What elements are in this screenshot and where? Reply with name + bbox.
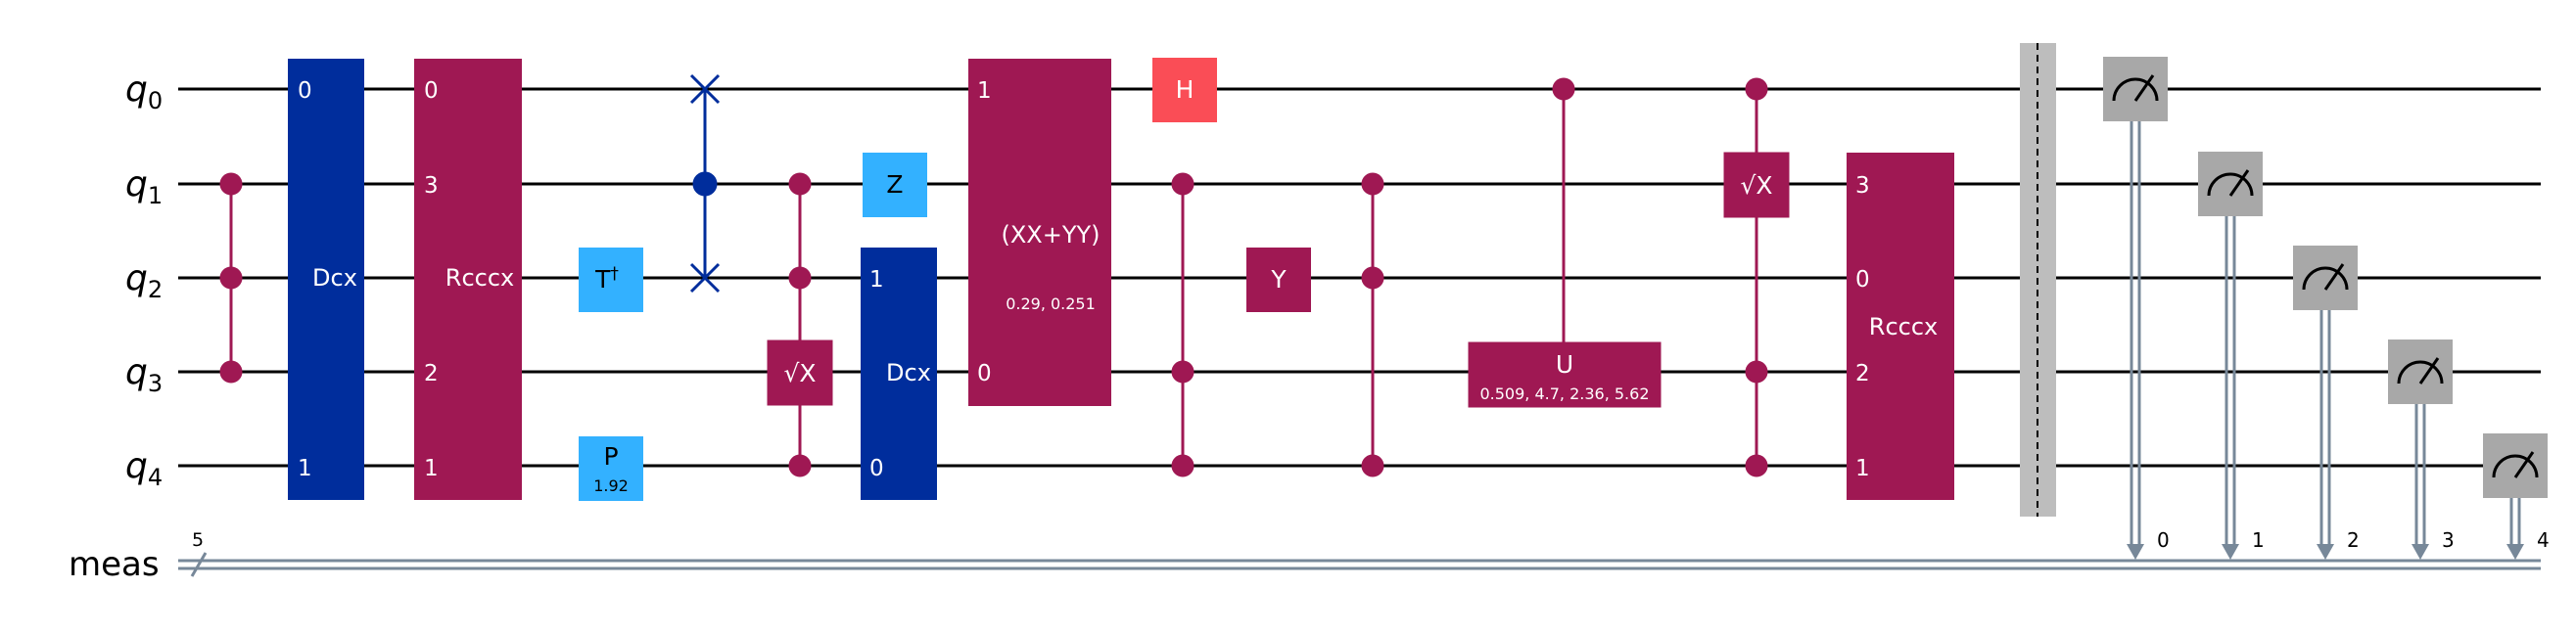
qubit-label-4: q4 <box>125 446 163 491</box>
dcx-2-pin-top: 1 <box>869 267 884 293</box>
c3z-gate-1 <box>1171 172 1194 477</box>
dcx-1-pin-bottom: 1 <box>298 456 312 481</box>
qubit-label-3: q3 <box>125 352 163 397</box>
controlled-u-gate: U 0.509, 4.7, 2.36, 5.62 <box>1468 77 1662 408</box>
xxyy-pin-top: 1 <box>977 78 992 104</box>
y-label: Y <box>1270 265 1287 294</box>
y-gate: Y <box>1246 248 1311 312</box>
sqrt-x-2-label: √X <box>1740 171 1772 200</box>
qubit-label-0: q0 <box>125 69 163 114</box>
rcccx-2-pin-q3: 2 <box>1855 361 1870 386</box>
h-label: H <box>1176 75 1194 104</box>
z-label: Z <box>886 170 903 199</box>
qubit-labels: q0 q1 q2 q3 q4 <box>125 69 163 491</box>
xxyy-label: (XX+YY) <box>1001 221 1100 249</box>
mc-sqrt-x-gate-1: √X <box>767 172 833 477</box>
measure-gate-4: 4 <box>2483 433 2550 560</box>
sqrt-x-1-label: √X <box>783 359 816 387</box>
p-param: 1.92 <box>593 476 629 495</box>
xxyy-params: 0.29, 0.251 <box>1006 294 1096 313</box>
rcccx-gate-1: 0 3 2 1 Rcccx <box>414 59 522 500</box>
xx-plus-yy-gate: 1 0 (XX+YY) 0.29, 0.251 <box>968 59 1111 406</box>
qubit-label-1: q1 <box>125 164 163 209</box>
measure-gate-0: 0 <box>2103 57 2170 560</box>
u-params: 0.509, 4.7, 2.36, 5.62 <box>1479 385 1649 403</box>
xxyy-pin-bottom: 0 <box>977 361 992 386</box>
barrier <box>2020 43 2056 517</box>
rcccx-1-pin-q3: 2 <box>424 361 439 386</box>
h-gate: H <box>1152 58 1217 122</box>
qubit-wires <box>178 87 2541 468</box>
u-label: U <box>1556 350 1573 379</box>
measure-gate-2: 2 <box>2293 246 2360 560</box>
qubit-label-2: q2 <box>125 258 163 303</box>
ccz-gate <box>219 172 243 384</box>
dcx-gate-2: 1 0 Dcx <box>861 248 937 500</box>
measure-gate-3: 3 <box>2388 340 2455 560</box>
dcx-1-label: Dcx <box>312 264 357 292</box>
rcccx-1-pin-q0: 0 <box>424 78 439 104</box>
mc-sqrt-x-gate-2: √X <box>1723 77 1790 477</box>
classical-register-label: meas <box>69 545 160 584</box>
classical-width-label: 5 <box>192 529 204 551</box>
measure-bit-label-1: 1 <box>2252 528 2265 552</box>
measure-bit-label-4: 4 <box>2537 528 2550 552</box>
measure-gate-1: 1 <box>2198 152 2265 560</box>
classical-bus-slash <box>190 552 208 577</box>
dcx-gate-1: 0 1 Dcx <box>288 59 364 500</box>
rcccx-gate-2: 3 0 2 1 Rcccx <box>1847 153 1954 500</box>
measure-bit-label-3: 3 <box>2442 528 2455 552</box>
rcccx-2-pin-q4: 1 <box>1855 456 1870 481</box>
dcx-2-pin-bottom: 0 <box>869 456 884 481</box>
rcccx-2-pin-q2: 0 <box>1855 267 1870 293</box>
classical-wire <box>178 552 2541 577</box>
measure-bit-label-2: 2 <box>2347 528 2360 552</box>
rcccx-1-pin-q4: 1 <box>424 456 439 481</box>
tdg-gate: T† <box>579 248 643 312</box>
c3z-gate-2 <box>1361 172 1384 477</box>
measure-bit-label-0: 0 <box>2157 528 2170 552</box>
cswap-gate <box>689 73 721 294</box>
p-label: P <box>603 442 618 471</box>
rcccx-2-label: Rcccx <box>1869 313 1938 340</box>
dcx-1-pin-top: 0 <box>298 78 312 104</box>
rcccx-1-pin-q1: 3 <box>424 173 439 199</box>
tdg-label: T† <box>594 264 619 294</box>
rcccx-2-pin-q1: 3 <box>1855 173 1870 199</box>
p-gate: P 1.92 <box>579 436 643 501</box>
measurements: 0 1 2 3 4 <box>2103 57 2550 560</box>
rcccx-1-label: Rcccx <box>445 264 514 292</box>
dcx-2-label: Dcx <box>886 359 931 386</box>
z-gate: Z <box>863 153 927 217</box>
